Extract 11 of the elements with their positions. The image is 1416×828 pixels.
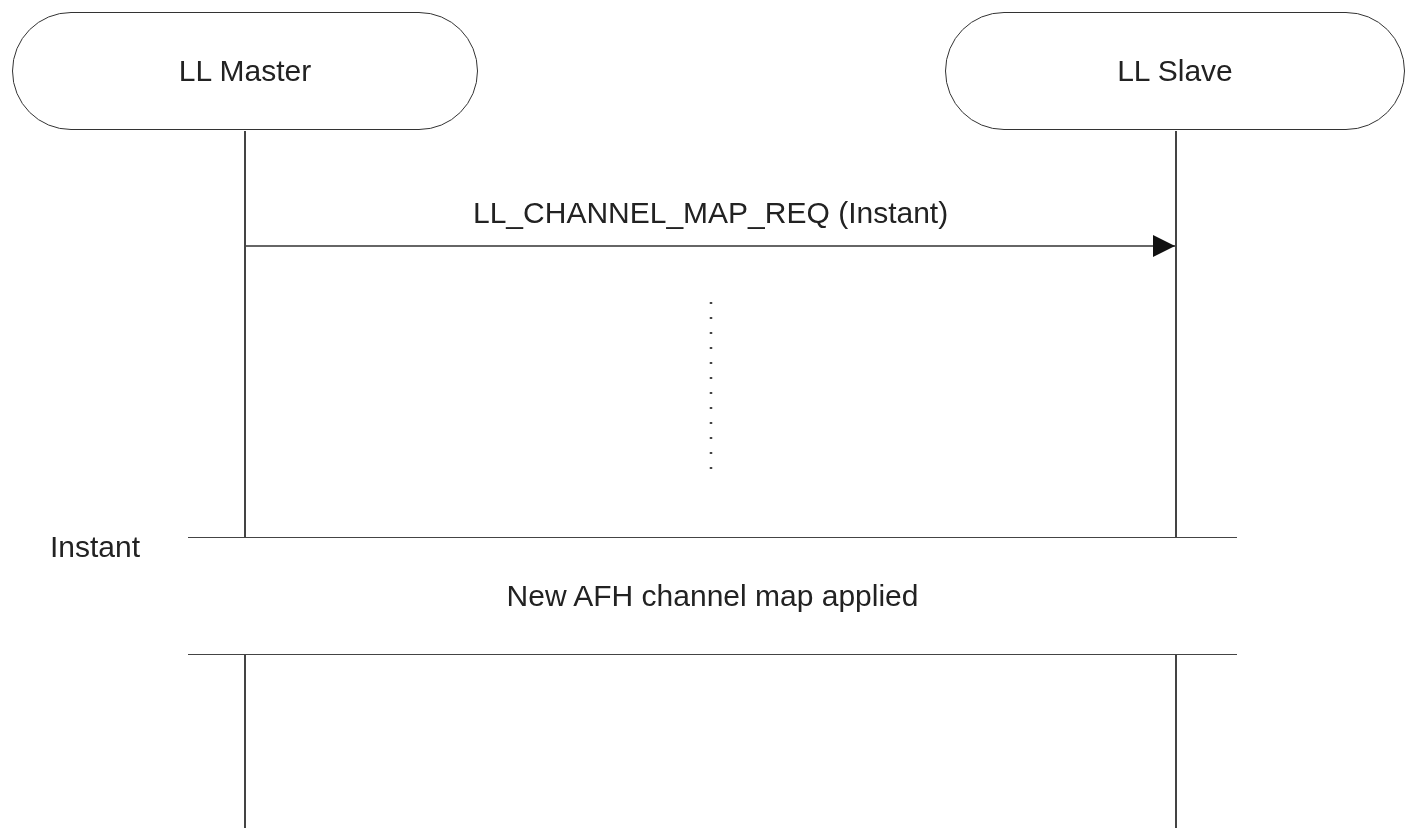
participant-name: LL Master bbox=[178, 54, 312, 88]
lifeline bbox=[244, 655, 246, 828]
instant-band bbox=[188, 537, 1237, 655]
lifeline bbox=[1175, 655, 1177, 828]
edge-label: LL_CHANNEL_MAP_REQ (Instant) bbox=[473, 196, 949, 230]
band-label: New AFH channel map applied bbox=[506, 579, 919, 613]
lifeline bbox=[1175, 131, 1177, 537]
lifeline bbox=[244, 131, 246, 537]
participant-name: LL Slave bbox=[1117, 54, 1233, 88]
instant-label: Instant bbox=[50, 530, 141, 564]
message-arrow bbox=[245, 235, 1176, 257]
